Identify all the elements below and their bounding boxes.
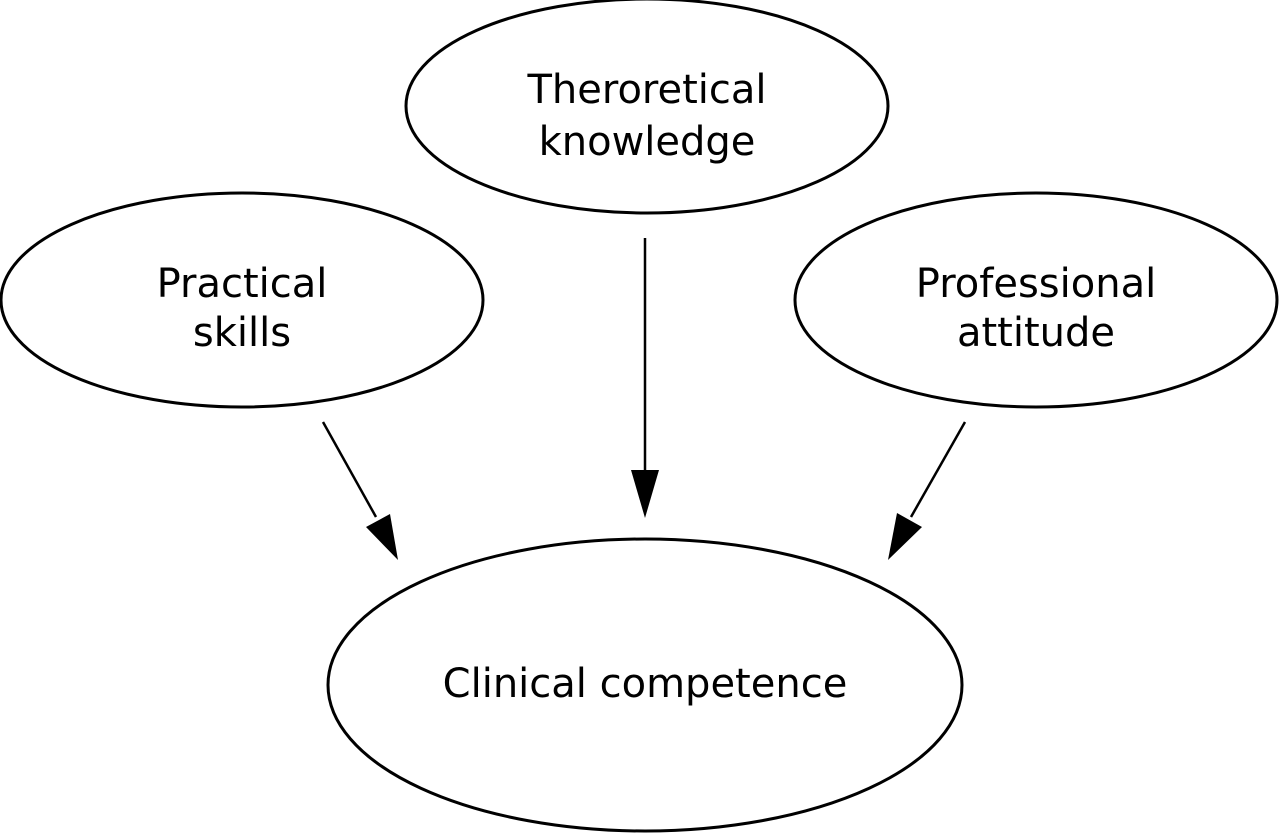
- arrow-professional-to-clinical-line: [909, 421, 967, 518]
- arrow-theoretical-to-clinical-head: [631, 470, 659, 518]
- node-theoretical-knowledge-label-line1: Theroretical: [526, 67, 766, 113]
- arrow-theoretical-to-clinical: [631, 238, 659, 518]
- arrow-professional-to-clinical-head: [888, 513, 922, 560]
- node-theoretical-knowledge: Theroretical knowledge: [404, 0, 890, 215]
- node-clinical-competence-shape: [326, 537, 964, 833]
- node-practical-skills-shape: [0, 191, 485, 409]
- node-clinical-competence-label: Clinical competence: [443, 661, 848, 707]
- arrow-practical-to-clinical-line: [321, 421, 378, 518]
- arrow-professional-to-clinical: [888, 421, 967, 560]
- node-professional-attitude-label-line2: attitude: [957, 310, 1115, 356]
- node-theoretical-knowledge-shape: [404, 0, 890, 215]
- node-professional-attitude: Professional attitude: [793, 191, 1279, 409]
- node-professional-attitude-shape: [793, 191, 1279, 409]
- node-practical-skills: Practical skills: [0, 191, 485, 409]
- node-clinical-competence: Clinical competence: [326, 537, 964, 833]
- arrow-practical-to-clinical: [321, 421, 398, 560]
- node-theoretical-knowledge-label-line2: knowledge: [539, 119, 756, 165]
- arrow-practical-to-clinical-head: [366, 514, 398, 560]
- node-professional-attitude-label-line1: Professional: [916, 261, 1156, 307]
- node-practical-skills-label-line1: Practical: [157, 261, 328, 307]
- node-practical-skills-label-line2: skills: [193, 310, 291, 356]
